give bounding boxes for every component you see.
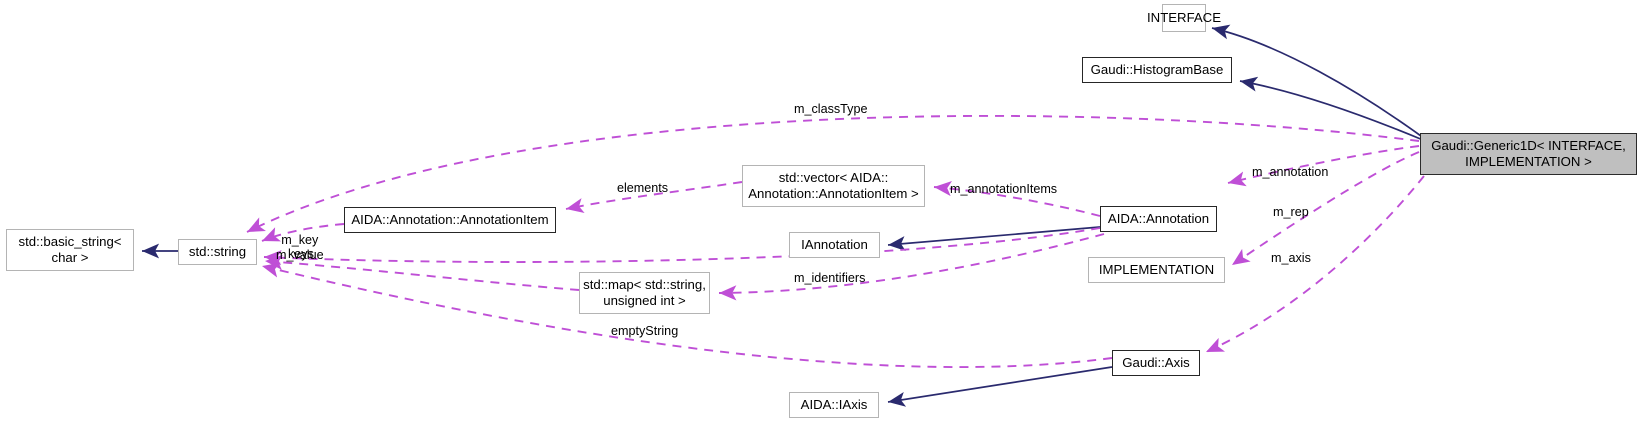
edge-string-to-annotation-keys [263, 227, 1101, 266]
node-std-vector[interactable]: std::vector< AIDA:: Annotation::Annotati… [742, 165, 925, 207]
node-label: IMPLEMENTATION [1098, 262, 1215, 278]
node-interface[interactable]: INTERFACE [1147, 4, 1221, 32]
node-label: std::vector< AIDA:: Annotation::Annotati… [748, 170, 919, 201]
edge-string-to-annotationitem-keyvalue [261, 223, 345, 242]
edge-annotation-to-iannotation [887, 226, 1101, 252]
edge-implementation-to-generic1d-m_rep [1231, 151, 1420, 266]
node-std-map[interactable]: std::map< std::string, unsigned int > [579, 272, 710, 314]
node-std-basic-string[interactable]: std::basic_string< char > [6, 229, 134, 271]
edge-annotationitem-to-vector-elements [565, 181, 743, 213]
edge-label-m-annotationitems: m_annotationItems [950, 182, 1058, 196]
inheritance-edges [142, 24, 1424, 407]
node-label: Gaudi::Axis [1122, 355, 1190, 371]
edge-label-emptystring: emptyString [611, 324, 679, 338]
edge-label-m-rep: m_rep [1273, 205, 1309, 219]
usage-edges [246, 114, 1425, 369]
edge-annotation-to-generic1d-annotation [1227, 145, 1420, 187]
node-label: std::map< std::string, unsigned int > [583, 277, 706, 308]
node-aida-iaxis[interactable]: AIDA::IAxis [789, 392, 879, 418]
node-aida-annotation[interactable]: AIDA::Annotation [1100, 206, 1217, 232]
node-std-string[interactable]: std::string [178, 239, 257, 265]
edge-vector-to-annotation-items [933, 180, 1101, 217]
node-gaudi-histogrambase[interactable]: Gaudi::HistogramBase [1082, 57, 1232, 83]
edge-label-m-axis: m_axis [1271, 251, 1311, 265]
edge-generic1d-to-histogrambase [1239, 76, 1424, 141]
node-label: IAnnotation [801, 237, 868, 253]
edge-label-elements: elements [617, 181, 669, 195]
edge-string-to-axis-emptystring [261, 262, 1113, 369]
edge-string-to-map [264, 254, 580, 291]
edge-label-m-classtype: m_classType [794, 102, 868, 116]
node-label: std::basic_string< char > [18, 234, 122, 265]
edge-generic1d-to-interface [1211, 24, 1422, 137]
node-label: std::string [188, 244, 247, 260]
edge-label-m-annotation: m_annotation [1252, 165, 1329, 179]
edge-label-keys: keys [288, 247, 314, 261]
node-implementation[interactable]: IMPLEMENTATION [1088, 257, 1225, 283]
edge-label-m-identifiers: m_identifiers [794, 271, 866, 285]
node-label: INTERFACE [1147, 10, 1222, 26]
node-label: Gaudi::HistogramBase [1090, 62, 1224, 78]
node-label: Gaudi::Generic1D< INTERFACE, IMPLEMENTAT… [1431, 138, 1626, 169]
node-label: AIDA::Annotation::AnnotationItem [351, 212, 549, 228]
edge-label-m-key-m-value: m_key m_value [276, 233, 324, 263]
node-iannotation[interactable]: IAnnotation [789, 232, 880, 258]
node-gaudi-generic1d[interactable]: Gaudi::Generic1D< INTERFACE, IMPLEMENTAT… [1420, 133, 1637, 175]
node-label: AIDA::IAxis [800, 397, 868, 413]
node-gaudi-axis[interactable]: Gaudi::Axis [1112, 350, 1200, 376]
edge-axis-to-generic1d-m_axis [1205, 175, 1425, 353]
edge-axis-to-iaxis [887, 366, 1113, 407]
node-label: AIDA::Annotation [1107, 211, 1210, 227]
edge-map-to-annotation-identifiers [718, 233, 1105, 301]
node-annotationitem[interactable]: AIDA::Annotation::AnnotationItem [344, 207, 556, 233]
